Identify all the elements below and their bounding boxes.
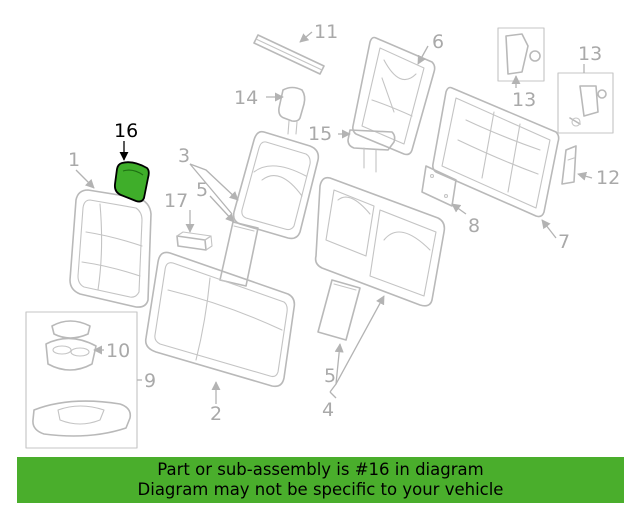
part-3-seatback-center [232,130,320,240]
part-11-trim-bar [253,34,325,75]
parts-diagram: 1 16 17 3 5 14 15 11 6 13 13 12 8 7 10 9… [25,21,620,449]
callout-12: 12 [596,167,620,189]
callout-11: 11 [314,21,338,43]
part-2-seat-cushion [144,251,296,388]
callout-15: 15 [308,123,332,145]
callout-8: 8 [468,215,480,237]
callout-13-right: 13 [578,43,602,65]
callout-5-right: 5 [324,365,336,387]
part-16-headrest-highlighted [113,161,150,203]
part-8-plate [421,165,457,207]
callout-9: 9 [144,370,156,392]
part-17-bracket [176,231,213,251]
callout-7: 7 [558,231,570,253]
callout-13-top: 13 [512,89,536,111]
part-7-seatback-frame-right [432,86,560,218]
callout-6: 6 [432,31,444,53]
part-12-bracket [561,145,577,185]
part-5-back-panel-left [219,221,259,287]
info-banner: Part or sub-assembly is #16 in diagram D… [17,457,624,503]
callout-4: 4 [322,399,334,421]
callout-3: 3 [178,145,190,167]
part-1-seatback-left [69,189,152,308]
part-13-box-right [557,72,614,134]
banner-line-2: Diagram may not be specific to your vehi… [137,480,504,499]
banner-line-1: Part or sub-assembly is #16 in diagram [157,460,484,479]
part-13-box-top [497,27,545,82]
part-15-headrest [347,129,396,173]
callout-1: 1 [68,149,80,171]
part-5-back-panel-right [317,279,361,341]
part-6-seatback-frame [352,36,436,156]
callout-5-left: 5 [196,179,208,201]
callout-16: 16 [114,120,138,142]
callout-labels: 1 16 17 3 5 14 15 11 6 13 13 12 8 7 10 9… [68,21,620,425]
callout-2: 2 [210,403,222,425]
part-9-armrest-box [25,311,138,449]
callout-10: 10 [106,340,130,362]
part-14-headrest [278,86,306,135]
leader-lines [75,31,593,404]
callout-14: 14 [234,87,258,109]
part-4-seatback-right [314,176,446,307]
callout-17: 17 [164,190,188,212]
